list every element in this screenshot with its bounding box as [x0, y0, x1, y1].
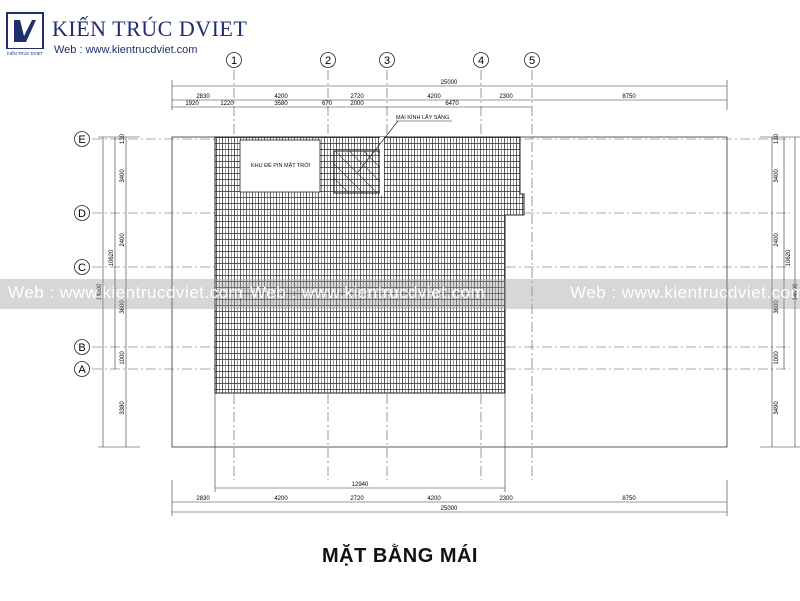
brand-logo: KIẾN TRÚC DVIET KIẾN TRÚC DVIET Web : ww…	[6, 10, 247, 60]
axis-1-bubble: 1	[226, 52, 242, 68]
svg-text:E: E	[78, 134, 85, 146]
dim-top-3: 2720	[350, 94, 364, 100]
axis-5-bubble: 5	[524, 52, 540, 68]
dim-top2-5: 2000	[350, 101, 364, 107]
dim-bottom-6: 8750	[622, 496, 636, 502]
axis-3-bubble: 3	[379, 52, 395, 68]
dim-top-row2: 1920 1220 3580 670 2000 6470	[185, 101, 459, 107]
svg-text:5: 5	[529, 55, 535, 67]
axis-D-bubble: D	[74, 205, 90, 221]
svg-text:C: C	[78, 262, 86, 274]
solar-area-label: KHU ĐỂ PIN MẶT TRỜI	[251, 162, 311, 169]
logo-caption: KIẾN TRÚC DVIET	[7, 51, 43, 56]
top-dimension-lines	[171, 80, 728, 110]
dim-top-1: 2830	[196, 94, 210, 100]
svg-text:4: 4	[478, 55, 484, 67]
axis-B-bubble: B	[74, 339, 90, 355]
dim-right-mid: 10620	[786, 249, 792, 266]
dim-bottom-2: 4200	[274, 496, 288, 502]
watermark-text-2: Web : www.kientrucdviet.com	[250, 283, 486, 302]
dim-top2-1: 1920	[185, 101, 199, 107]
brand-website: Web : www.kientrucdviet.com	[54, 44, 198, 56]
solar-panel-zone	[239, 139, 321, 193]
dim-left-outer: 14000	[97, 283, 103, 300]
axis-A-bubble: A	[74, 361, 90, 377]
dim-bottom-1: 2830	[196, 496, 210, 502]
dim-right-3: 2400	[774, 233, 780, 247]
dim-bottom-4: 4200	[427, 496, 441, 502]
axis-bubbles-top: 1 2 3 4 5	[226, 52, 540, 68]
axis-C-bubble: C	[74, 259, 90, 275]
axis-bubbles-left: E D C B A	[74, 131, 90, 377]
dim-top-total: 25000	[441, 80, 458, 86]
left-dimension-text: 14000 10620 130 3400 2400 3600 1000 3380	[97, 133, 126, 414]
dim-left-3: 2400	[120, 233, 126, 247]
dim-right-6: 3490	[774, 401, 780, 415]
dim-top2-4: 670	[322, 101, 333, 107]
dim-top-row1: 2830 4200 2720 4200 2300 8750	[196, 94, 636, 100]
svg-text:A: A	[78, 364, 86, 376]
dim-top-5: 2300	[499, 94, 513, 100]
dim-bottom-5: 2300	[499, 496, 513, 502]
watermark-text-3: Web : www.kientrucdviet.com	[570, 283, 800, 302]
dim-bottom-3: 2720	[350, 496, 364, 502]
dim-right-outer: 14000	[793, 283, 799, 300]
watermark-band: Web : www.kientrucdviet.com Web : www.ki…	[0, 279, 800, 309]
dim-right-5: 1000	[774, 351, 780, 365]
dim-top2-6: 6470	[445, 101, 459, 107]
svg-text:2: 2	[325, 55, 331, 67]
drawing-title: MẶT BẰNG MÁI	[322, 545, 478, 567]
left-dimension-lines	[98, 136, 140, 448]
skylight-label: MÁI KÍNH LẤY SÁNG	[396, 114, 449, 121]
svg-text:B: B	[78, 342, 85, 354]
right-dimension-text: 130 3400 2400 3600 1000 3490 10620 14000	[774, 133, 799, 414]
dim-bottom-total: 25000	[441, 506, 458, 512]
dim-left-4: 3600	[120, 300, 126, 314]
dim-right-1: 130	[774, 133, 780, 144]
skylight	[333, 150, 381, 194]
dim-top-2: 4200	[274, 94, 288, 100]
svg-text:1: 1	[231, 55, 237, 67]
dim-left-1: 130	[120, 133, 126, 144]
dim-left-mid: 10620	[109, 249, 115, 266]
right-dimension-lines	[760, 136, 800, 448]
axis-4-bubble: 4	[473, 52, 489, 68]
watermark-text-1: Web : www.kientrucdviet.com	[8, 283, 244, 302]
axis-2-bubble: 2	[320, 52, 336, 68]
tile-roof	[214, 136, 525, 394]
svg-text:D: D	[78, 208, 86, 220]
dim-top-4: 4200	[427, 94, 441, 100]
dim-top2-2: 1220	[220, 101, 234, 107]
dim-right-2: 3400	[774, 169, 780, 183]
brand-logo-mark: KIẾN TRÚC DVIET	[6, 12, 44, 56]
bottom-dimension-lines	[171, 393, 728, 516]
brand-name: KIẾN TRÚC DVIET	[52, 16, 248, 41]
dim-roof-width: 12940	[352, 482, 369, 488]
dim-left-6: 3380	[120, 401, 126, 415]
dim-top2-3: 3580	[274, 101, 288, 107]
dim-bottom-row: 2830 4200 2720 4200 2300 8750	[196, 496, 636, 502]
dim-top-6: 8750	[622, 94, 636, 100]
svg-text:3: 3	[384, 55, 390, 67]
dim-left-2: 3400	[120, 169, 126, 183]
axis-E-bubble: E	[74, 131, 90, 147]
dim-left-5: 1000	[120, 351, 126, 365]
dim-right-4: 3600	[774, 300, 780, 314]
